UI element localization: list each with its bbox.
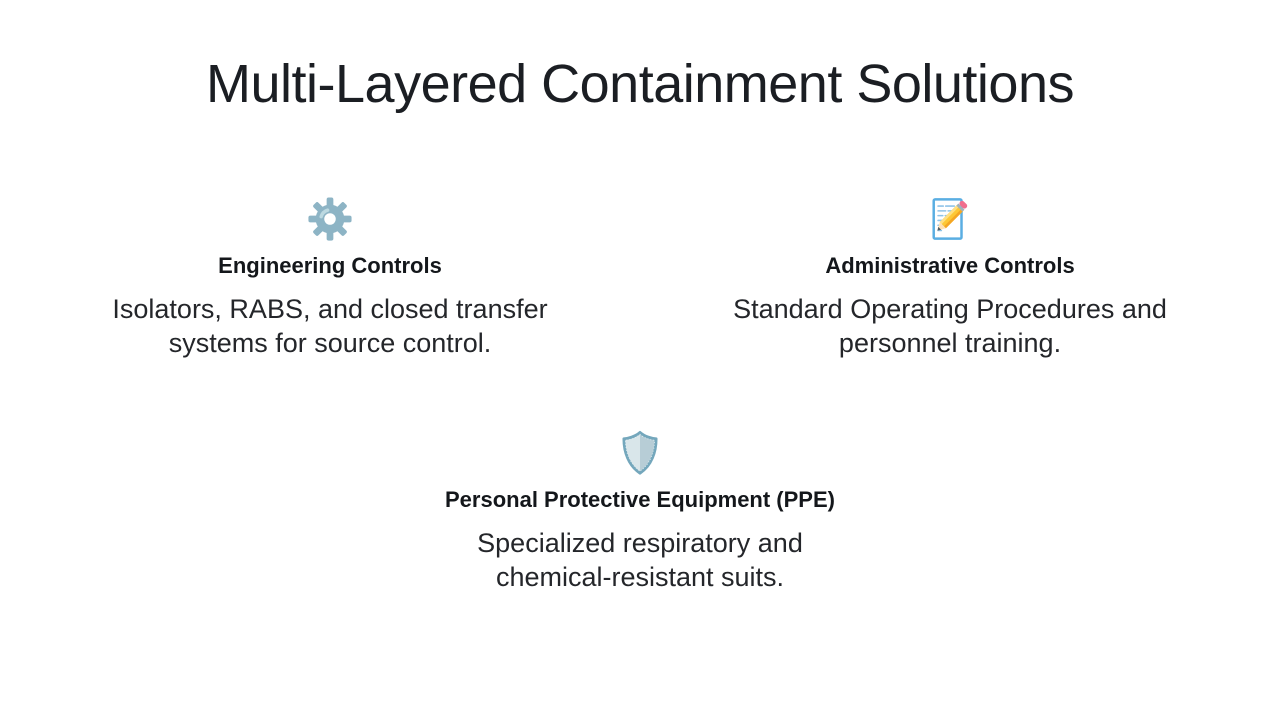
card-administrative-controls: Administrative Controls Standard Operati… — [690, 194, 1210, 360]
shield-icon — [380, 428, 900, 476]
slide-title: Multi-Layered Containment Solutions — [206, 54, 1074, 114]
card-description: Isolators, RABS, and closed transfer sys… — [112, 293, 548, 358]
card-ppe: Personal Protective Equipment (PPE) Spec… — [380, 428, 900, 594]
cards-row-top: Engineering Controls Isolators, RABS, an… — [0, 194, 1280, 360]
card-description: Specialized respiratory and chemical-res… — [477, 527, 803, 592]
card-heading: Administrative Controls — [825, 253, 1075, 279]
card-heading: Personal Protective Equipment (PPE) — [445, 487, 835, 512]
cards-row-bottom: Personal Protective Equipment (PPE) Spec… — [0, 428, 1280, 594]
card-engineering-controls: Engineering Controls Isolators, RABS, an… — [70, 194, 590, 360]
memo-pencil-icon — [690, 194, 1210, 242]
gear-icon — [70, 194, 590, 242]
card-description: Standard Operating Procedures and person… — [733, 293, 1167, 358]
card-heading: Engineering Controls — [218, 253, 442, 279]
